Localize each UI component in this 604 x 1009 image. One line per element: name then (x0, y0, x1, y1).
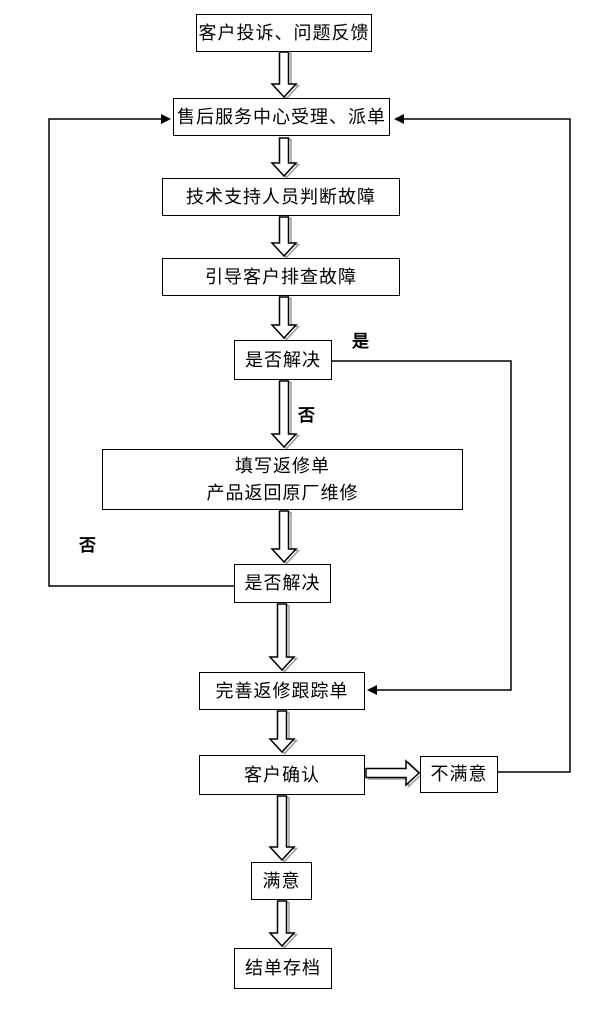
edge-label-no-left: 否 (79, 536, 96, 555)
node-tech-support: 技术支持人员判断故障 (162, 178, 400, 216)
no-loop-arrowhead-icon (161, 114, 171, 124)
down-arrow-repairform-to-resolved2 (270, 510, 298, 564)
thin-connector-lines (48, 118, 571, 773)
unsatisfied-loop-arrowhead-icon (394, 114, 404, 124)
yes-branch-arrowhead-icon (367, 685, 377, 695)
down-arrow-confirm-to-satisfied (268, 795, 296, 862)
edge-label-yes: 是 (352, 332, 369, 351)
down-arrow-techsupport-to-guide (270, 216, 298, 258)
node-repair-form-label-line2: 产品返回原厂维修 (206, 482, 359, 503)
right-arrow-confirm-to-unsatisfied (365, 759, 421, 787)
down-arrow-service-to-techsupport (270, 137, 298, 178)
node-customer-confirm-label: 客户确认 (244, 764, 320, 785)
node-satisfied: 满意 (251, 862, 312, 900)
node-tracking-form: 完善返修跟踪单 (199, 672, 365, 710)
node-tech-support-label: 技术支持人员判断故障 (186, 186, 376, 207)
node-customer-confirm: 客户确认 (199, 755, 365, 795)
down-arrow-satisfied-to-archive (268, 900, 296, 948)
yes-branch-line (331, 360, 512, 691)
node-unsatisfied: 不满意 (420, 756, 498, 793)
solid-arrowheads (161, 114, 404, 695)
node-tracking-form-label: 完善返修跟踪单 (215, 680, 349, 701)
node-repair-form: 填写返修单 产品返回原厂维修 (102, 449, 463, 510)
down-arrow-resolved2-to-tracking (268, 603, 296, 672)
node-guide-troubleshoot-label: 引导客户排查故障 (205, 266, 357, 287)
edge-label-no-down: 否 (298, 406, 315, 425)
node-repair-form-label-line1: 填写返修单 (235, 456, 330, 477)
node-service-center: 售后服务中心受理、派单 (173, 98, 390, 136)
node-close-archive-label: 结单存档 (245, 958, 321, 979)
down-arrow-complaint-to-service (270, 51, 298, 99)
node-resolved-check-1: 是否解决 (234, 340, 332, 380)
down-arrow-guide-to-resolved1 (270, 296, 298, 340)
node-resolved-check-2: 是否解决 (234, 564, 331, 603)
block-arrows (268, 51, 421, 948)
no-loop-line (48, 118, 234, 587)
unsatisfied-loop-line (397, 118, 571, 773)
node-satisfied-label: 满意 (262, 870, 301, 891)
down-arrow-tracking-to-confirm (268, 710, 296, 754)
node-close-archive: 结单存档 (234, 948, 332, 989)
node-guide-troubleshoot: 引导客户排查故障 (162, 258, 400, 296)
node-service-center-label: 售后服务中心受理、派单 (177, 106, 386, 127)
node-resolved-check-2-label: 是否解决 (244, 573, 321, 594)
node-customer-complaint-label: 客户投诉、问题反馈 (198, 22, 370, 43)
node-customer-complaint: 客户投诉、问题反馈 (196, 14, 372, 52)
node-unsatisfied-label: 不满意 (430, 764, 488, 785)
node-resolved-check-1-label: 是否解决 (245, 349, 321, 370)
down-arrow-resolved1-to-repairform (270, 380, 298, 449)
